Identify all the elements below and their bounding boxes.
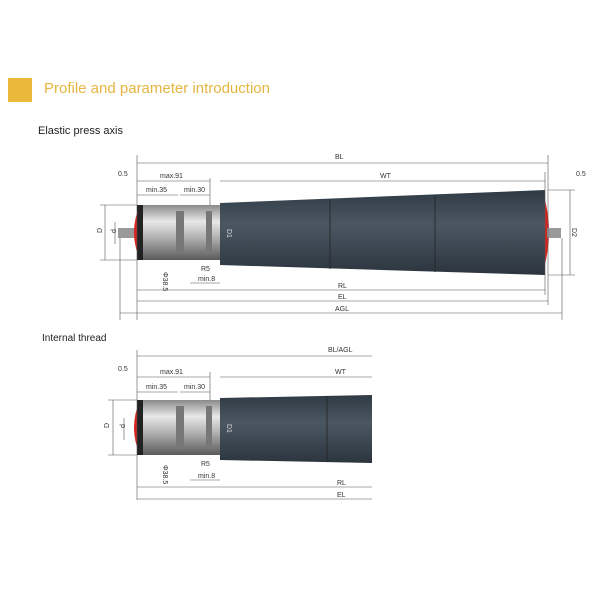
dim-rl: RL — [338, 283, 347, 290]
dim-D: D — [97, 228, 104, 233]
dim-gap-left: 0.5 — [118, 366, 128, 373]
dim-min30: min.30 — [184, 384, 205, 391]
dim-wt: WT — [335, 369, 347, 376]
dim-min8: min.8 — [198, 276, 215, 283]
right-shaft — [547, 228, 561, 238]
dim-rl: RL — [337, 480, 346, 487]
dim-phi: Φ38.5 — [161, 272, 168, 291]
left-shaft — [118, 228, 138, 238]
dim-agl: AGL — [335, 306, 349, 313]
diagram-internal: BL/AGL 0.5 max.91 WT min.35 min.30 D d D… — [104, 347, 372, 500]
dim-min8: min.8 — [198, 473, 215, 480]
dim-min35: min.35 — [146, 187, 167, 194]
dim-gap-right: 0.5 — [576, 171, 586, 178]
dim-gap-left: 0.5 — [118, 171, 128, 178]
dim-max91: max.91 — [160, 173, 183, 180]
tapered-tube — [220, 395, 372, 463]
dim-max91: max.91 — [160, 369, 183, 376]
dim-min35: min.35 — [146, 384, 167, 391]
dim-el: EL — [338, 294, 347, 301]
diagram-title-elastic: Elastic press axis — [38, 125, 123, 137]
dim-el: EL — [337, 492, 346, 499]
diagram-title-internal: Internal thread — [42, 333, 107, 344]
dim-D1: D1 — [225, 229, 232, 238]
dim-r5: R5 — [201, 266, 210, 273]
dim-d: d — [111, 229, 118, 233]
dim-d: d — [120, 424, 127, 428]
diagram-elastic: BL 0.5 0.5 max.91 WT min.35 min.30 D d D… — [97, 154, 586, 320]
section-header: Profile and parameter introduction — [44, 80, 270, 97]
dim-min30: min.30 — [184, 187, 205, 194]
dim-bl-agl: BL/AGL — [328, 347, 353, 354]
dim-phi: Φ38.5 — [161, 465, 168, 484]
dim-bl: BL — [335, 154, 344, 161]
dim-r5: R5 — [201, 461, 210, 468]
header-marker — [8, 78, 32, 102]
dim-D1: D1 — [225, 424, 232, 433]
dim-wt: WT — [380, 173, 392, 180]
dim-D: D — [104, 423, 111, 428]
dim-D2: D2 — [570, 228, 577, 237]
tapered-tube — [220, 190, 545, 275]
